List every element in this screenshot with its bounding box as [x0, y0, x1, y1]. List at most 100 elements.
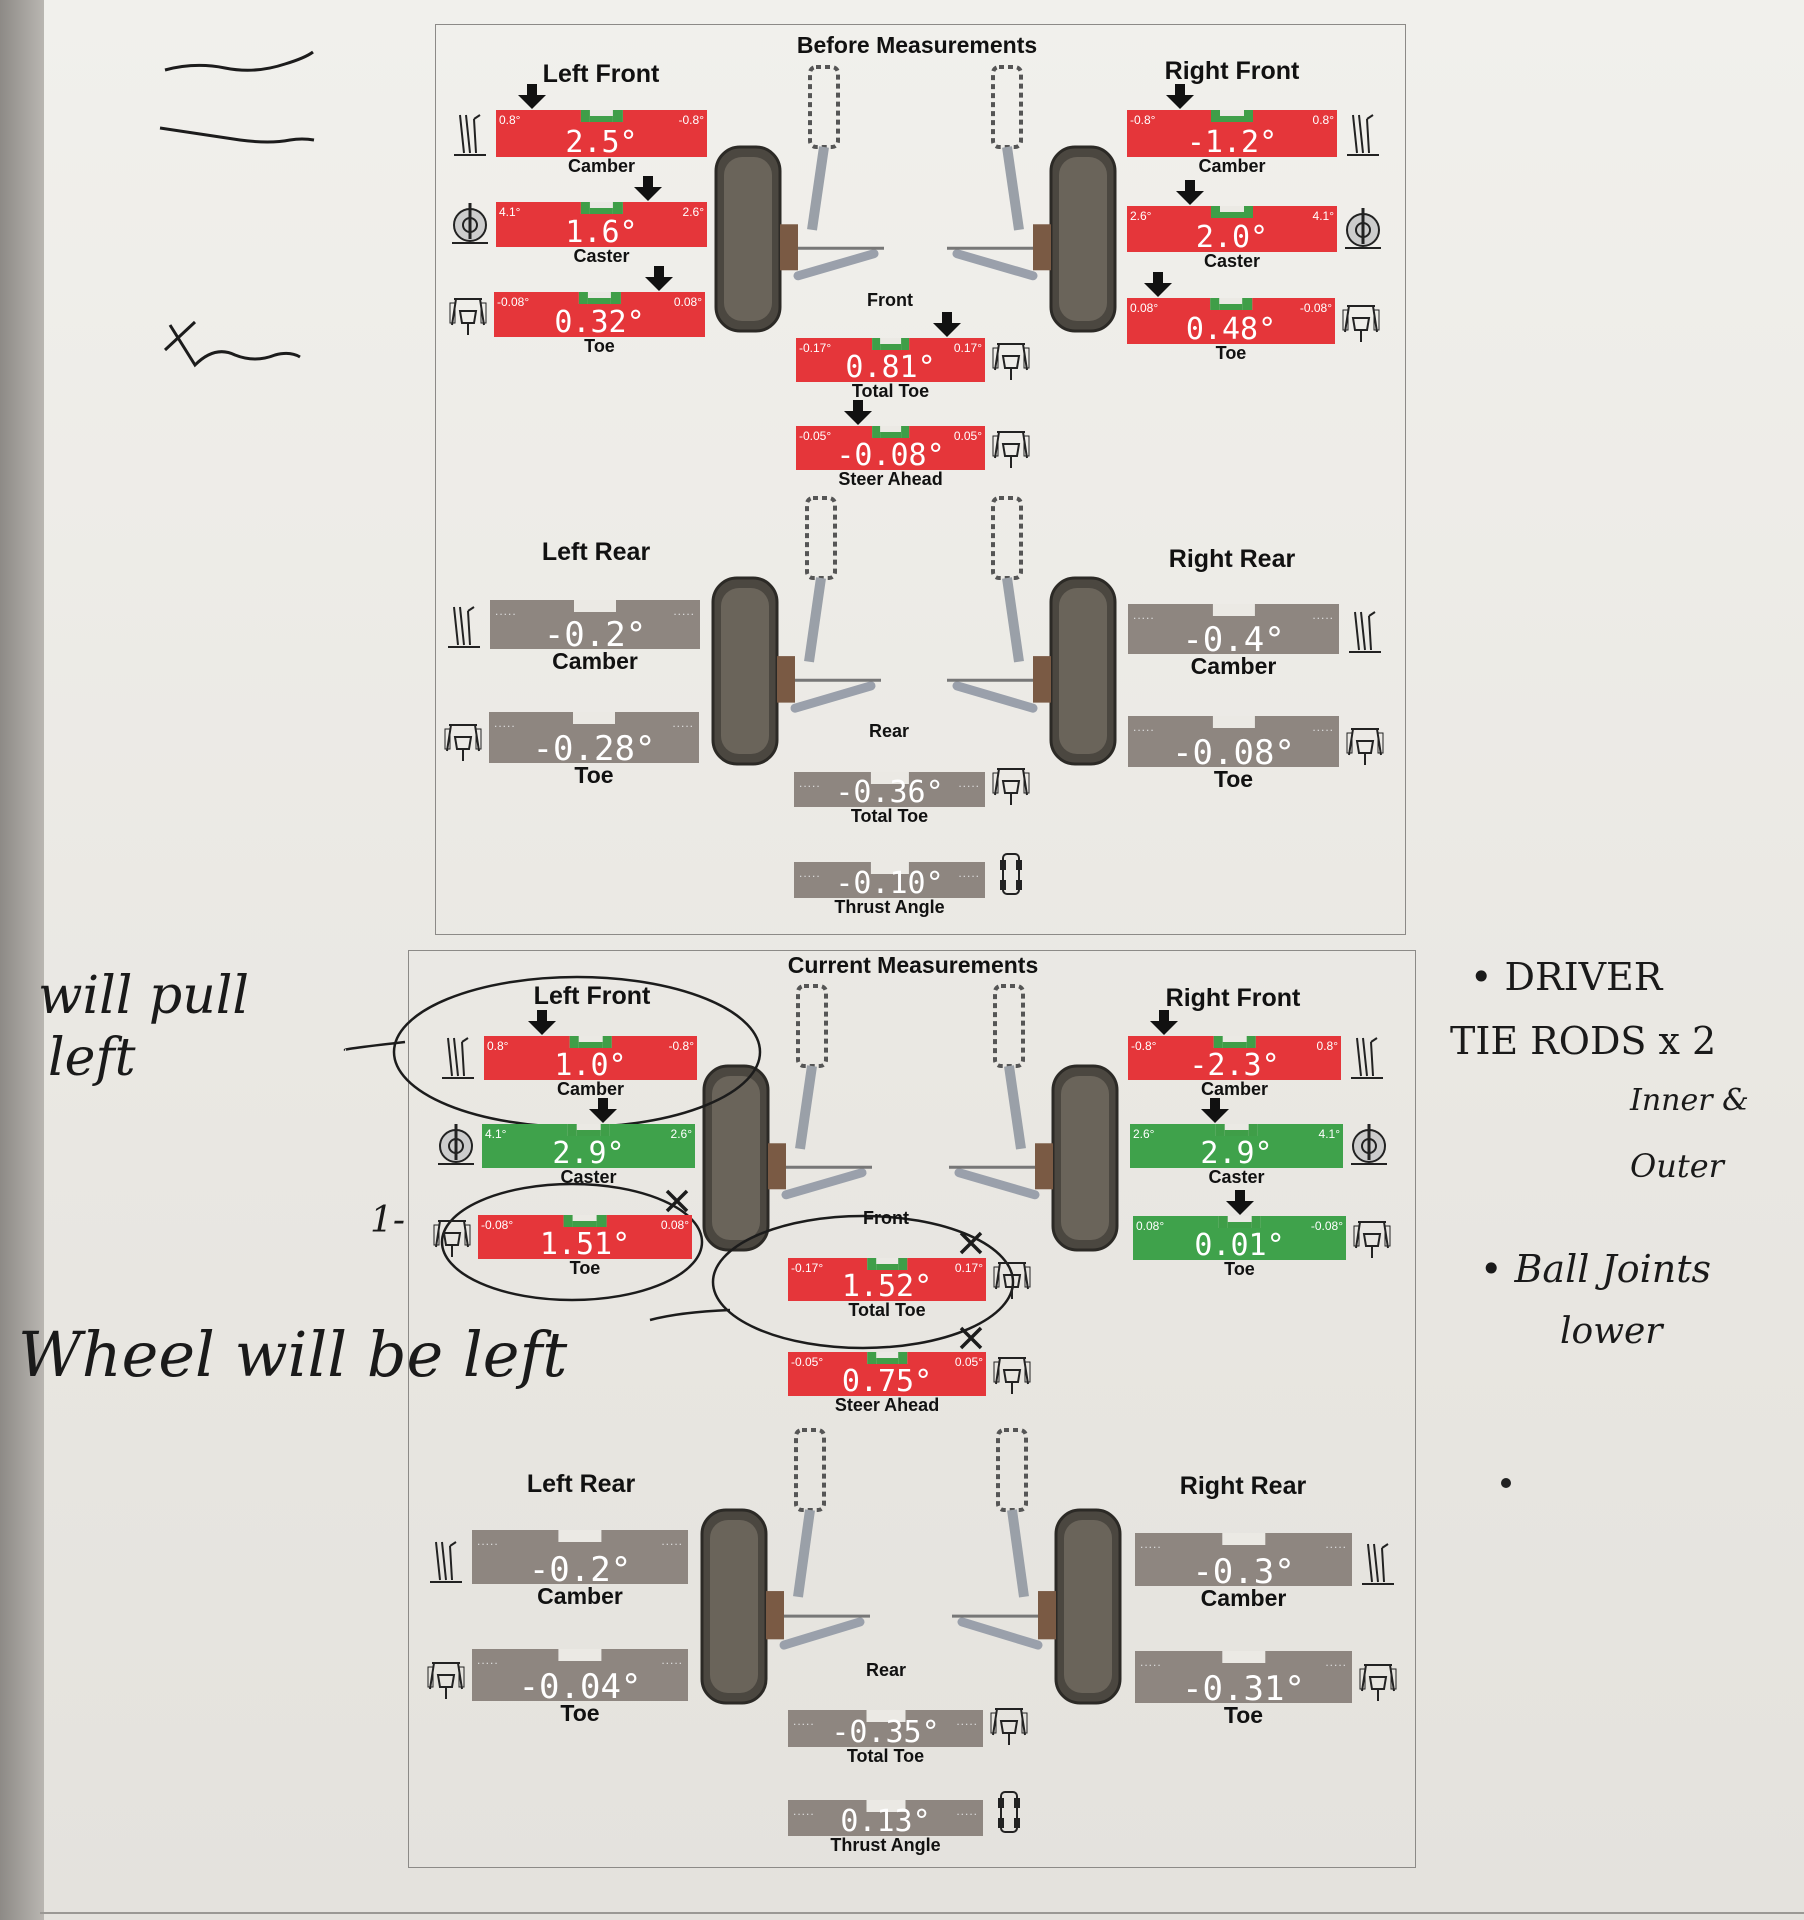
range-dots: .....	[1133, 608, 1155, 622]
tolerance-notch	[1212, 604, 1255, 616]
current-steer-ahead-gauge: -0.05°0.05°0.75°Steer Ahead	[788, 1342, 1031, 1415]
control-arm-drawing	[793, 249, 879, 281]
gauge-value: -0.2°	[528, 1550, 632, 1590]
tolerance-notch	[867, 1258, 907, 1270]
hub-drawing	[766, 1591, 784, 1640]
strut-drawing	[795, 1065, 817, 1150]
current-right-rear-heading: Right Rear	[1179, 1472, 1307, 1500]
toe-icon	[443, 715, 483, 770]
tolerance-notch	[866, 1710, 905, 1722]
tolerance-notch	[580, 202, 623, 214]
tolerance-notch	[567, 1124, 610, 1136]
gauge-label: Camber	[552, 648, 638, 674]
gauge-label: Total Toe	[848, 1300, 926, 1320]
hub-drawing	[768, 1143, 786, 1190]
tolerance-notch	[580, 110, 623, 122]
gauge-label: Camber	[1198, 156, 1266, 176]
range-min: -0.8°	[1130, 113, 1156, 127]
x-mark	[959, 1326, 983, 1350]
thrust-angle-icon	[991, 850, 1031, 905]
range-dots: .....	[1325, 1537, 1347, 1551]
gauge-label: Total Toe	[851, 381, 930, 401]
toe-icon	[426, 1653, 466, 1708]
gauge-label: Camber	[567, 156, 636, 176]
tolerance-notch	[578, 292, 621, 304]
current-left-rear-heading: Left Rear	[526, 1470, 636, 1498]
paper-sheet	[44, 0, 1804, 1920]
current-rr-toe-gauge: ..........-0.31°Toe	[1135, 1641, 1397, 1728]
thrust-angle-icon	[989, 1788, 1029, 1843]
range-dots: .....	[956, 1714, 978, 1728]
caster-icon	[436, 1120, 476, 1175]
range-dots: .....	[793, 1714, 815, 1728]
range-min: -0.05°	[791, 1355, 824, 1369]
hub-drawing	[1033, 656, 1051, 703]
range-max: -0.08°	[1310, 1219, 1343, 1233]
total-toe-icon	[991, 759, 1031, 814]
toe-icon	[1345, 719, 1385, 774]
note-line: will pull	[38, 966, 249, 1026]
camber-icon	[1345, 606, 1385, 661]
tolerance-notch	[1218, 1216, 1261, 1228]
control-arm-drawing	[954, 1168, 1040, 1200]
strut-drawing	[807, 146, 829, 231]
range-min: -0.8°	[1131, 1039, 1157, 1053]
range-dots: .....	[799, 866, 821, 880]
gauge-label: Camber	[1200, 1585, 1287, 1611]
coil-spring-drawing	[993, 984, 1025, 1068]
before-lf-camber-gauge: 0.8°-0.8°2.5°Camber	[454, 84, 707, 176]
gauge-label: Caster	[1203, 251, 1261, 271]
before-lr-camber-gauge: ..........-0.2°Camber	[448, 590, 700, 674]
tolerance-notch	[569, 1036, 612, 1048]
tire-tread-drawing	[724, 157, 772, 321]
gauge-label: Caster	[1208, 1167, 1265, 1187]
hub-drawing	[777, 656, 795, 703]
coil-spring-drawing	[991, 65, 1023, 149]
tolerance-notch	[574, 600, 616, 612]
gauge-value: -0.35°	[831, 1715, 940, 1750]
current-rf-camber-gauge: -0.8°0.8°-2.3°Camber	[1128, 1010, 1383, 1099]
hub-drawing	[780, 224, 798, 271]
current-lf-caster-gauge: 4.1°2.6°2.9°Caster	[438, 1098, 695, 1187]
handwritten-toe-mark: 1-	[370, 1200, 406, 1241]
x-mark	[665, 1189, 689, 1213]
handwritten-note-right: • DRIVER TIE RODS x 2 Inner & Outer • Ba…	[1450, 955, 1749, 1352]
range-max: 0.08°	[673, 295, 702, 309]
current-lf-toe-gauge: -0.08°0.08°1.51°Toe	[433, 1205, 692, 1278]
coil-spring-drawing	[996, 1428, 1028, 1512]
before-rf-toe-gauge: 0.08°-0.08°0.48°Toe	[1127, 272, 1380, 363]
current-lr-camber-gauge: ..........-0.2°Camber	[430, 1520, 688, 1609]
tolerance-notch	[1221, 1651, 1266, 1663]
camber-icon	[1347, 1032, 1387, 1087]
tolerance-notch	[1211, 206, 1253, 218]
tolerance-notch	[1215, 1124, 1258, 1136]
range-dots: .....	[958, 776, 980, 790]
camber-icon	[426, 1536, 466, 1591]
photo-background	[0, 0, 44, 1920]
caster-icon	[1349, 1120, 1389, 1175]
toe-icon	[1341, 296, 1381, 351]
before-right-front-heading: Right Front	[1164, 57, 1300, 85]
current-front-heading: Front	[863, 1208, 909, 1228]
gauge-value: 0.81°	[845, 350, 936, 385]
before-rf-caster-gauge: 2.6°4.1°2.0°Caster	[1127, 180, 1381, 271]
range-min: -0.08°	[481, 1218, 514, 1232]
hub-drawing	[1033, 224, 1051, 271]
gauge-value: -0.08°	[1172, 733, 1295, 773]
camber-icon	[1343, 109, 1383, 164]
range-max: 2.6°	[670, 1127, 692, 1141]
gauge-label: Toe	[1224, 1259, 1255, 1279]
gauge-value: 0.01°	[1194, 1228, 1285, 1263]
gauge-value: 2.5°	[565, 125, 638, 160]
scribble-mark	[163, 320, 301, 368]
before-steer-ahead-gauge: -0.05°0.05°-0.08°Steer Ahead	[796, 400, 1030, 489]
control-arm-drawing	[952, 249, 1038, 281]
range-min: 2.6°	[1133, 1127, 1155, 1141]
camber-icon	[438, 1032, 478, 1087]
scribble-mark	[159, 126, 315, 144]
gauge-value: 1.52°	[841, 1269, 933, 1304]
before-r-total-toe-gauge: ..........-0.36°Total Toe	[794, 762, 1030, 826]
range-min: 0.8°	[487, 1039, 509, 1053]
gauge-label: Toe	[1215, 343, 1247, 363]
caster-icon	[1343, 204, 1383, 259]
